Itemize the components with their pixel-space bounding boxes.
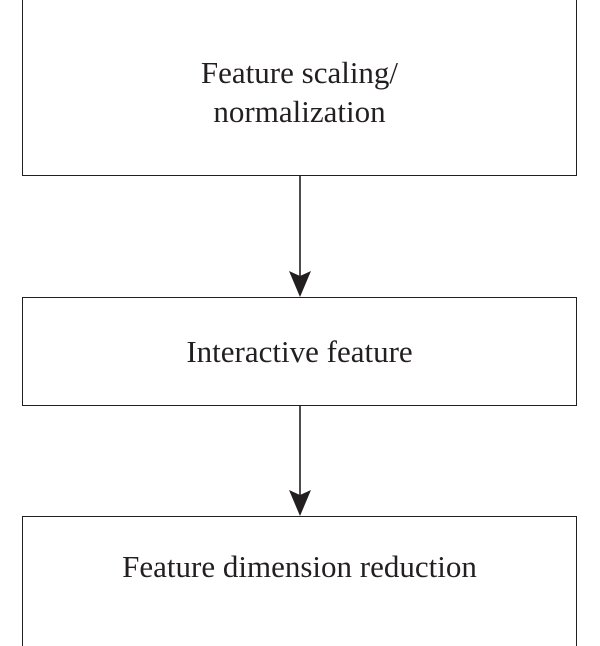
node-label: Interactive feature [186, 334, 413, 369]
node-interactive-feature: Interactive feature [22, 297, 577, 406]
node-feature-scaling: Feature scaling/ normalization [22, 0, 577, 176]
node-label-line-2: normalization [213, 93, 386, 129]
node-label: Feature dimension reduction [122, 549, 477, 584]
node-dimension-reduction: Feature dimension reduction [22, 516, 577, 646]
arrow-scaling-to-interactive [289, 175, 311, 297]
arrow-interactive-to-reduction [289, 405, 311, 516]
node-label-line-1: Feature scaling/ [200, 54, 399, 90]
